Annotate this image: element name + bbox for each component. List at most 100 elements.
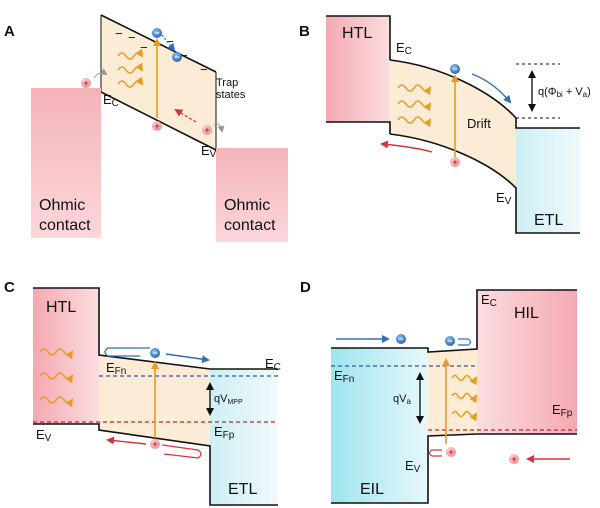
panel-c-conduction-band — [33, 287, 278, 370]
carrier-signs: − − + + + − + − + − − + + — [83, 28, 516, 464]
panel-c-efp-label: EFp — [214, 424, 235, 441]
svg-text:+: + — [204, 125, 209, 135]
panel-d-efp-label: EFp — [552, 402, 573, 419]
panel-c-ev-label: EV — [36, 427, 52, 444]
panel-a-photon-waves — [117, 48, 144, 88]
panel-c-hole — [150, 439, 160, 449]
panel-c-hole-drift-arrow — [106, 436, 147, 445]
svg-text:−: − — [174, 52, 179, 62]
panel-d-hole-hil — [509, 454, 519, 464]
svg-text:−: − — [115, 26, 123, 41]
svg-text:−: − — [447, 336, 452, 346]
panel-a-ev-label: EV — [201, 143, 217, 160]
svg-text:−: − — [154, 28, 159, 38]
panel-a-hole-extraction-arrow — [93, 68, 108, 79]
svg-text:−: − — [398, 334, 403, 344]
panel-d-ev-label: EV — [405, 458, 421, 475]
panel-b: B HTL ETL EC EV Drift q(Φbi + Va) — [299, 15, 591, 234]
svg-text:+: + — [152, 439, 157, 449]
panel-c-label: C — [4, 279, 15, 296]
panel-d-photon-waves — [451, 374, 478, 422]
panel-b-conduction-band — [389, 59, 580, 129]
panel-d-efn-label: EFn — [334, 368, 354, 385]
panel-b-photon-waves — [397, 84, 432, 128]
panel-a-electron — [152, 28, 162, 38]
svg-text:−: − — [452, 64, 457, 74]
panel-a-trap-label-line1: Trap — [216, 77, 238, 89]
panel-b-valence-band — [389, 133, 580, 234]
panel-a-hole — [152, 121, 162, 131]
panel-b-htl-label: HTL — [342, 25, 372, 42]
panel-b-electron — [450, 64, 460, 74]
panel-b-etl-region — [516, 128, 580, 233]
svg-text:+: + — [448, 447, 453, 457]
panel-b-ec-label: EC — [396, 40, 412, 57]
panel-d-ec-label: EC — [481, 292, 497, 309]
panel-b-label: B — [299, 23, 310, 40]
panel-b-htl-vb — [326, 121, 391, 134]
panel-b-drift-label: Drift — [467, 116, 491, 131]
panel-a-trapping-arrow — [161, 34, 176, 52]
panel-b-electron-drift-arrow — [471, 73, 512, 104]
panel-d-hil-label: HIL — [514, 305, 539, 322]
panel-d: D HIL EIL EC EV EFn EFp qVa — [300, 279, 577, 504]
panel-c-electron-drift-arrow — [165, 353, 210, 364]
panel-c-hole-loop-arrow — [161, 444, 202, 459]
svg-text:+: + — [83, 78, 88, 88]
panel-c-electron — [150, 348, 160, 358]
panel-b-absorber — [390, 60, 516, 188]
panel-a-valence-band — [100, 91, 217, 151]
panel-d-hole-loop-arrow — [428, 449, 442, 457]
panel-c-htl-label: HTL — [46, 299, 76, 316]
svg-text:+: + — [511, 454, 516, 464]
panel-d-valence-band — [331, 433, 577, 504]
panel-c-electron-loop-arrow — [104, 347, 150, 357]
svg-text:−: − — [140, 40, 148, 55]
svg-text:−: − — [180, 48, 188, 63]
panel-c-etl-label: ETL — [228, 481, 257, 498]
panel-a-hole-drift-arrow — [174, 108, 197, 123]
panel-c-etl-region — [210, 369, 278, 505]
panel-c-photon-waves — [39, 348, 74, 408]
panel-a-hole-injection-arrow — [213, 123, 225, 133]
panel-a-left-contact — [31, 88, 101, 238]
panel-c-qv-label: qVMPP — [214, 393, 243, 406]
panel-b-hole — [450, 157, 460, 167]
panel-d-hole-absorber — [446, 447, 456, 457]
panel-b-ev-label: EV — [496, 190, 512, 207]
panel-d-absorber — [428, 349, 477, 436]
panel-d-qv-label: qVa — [393, 393, 411, 406]
panel-d-electron-absorber — [445, 336, 455, 346]
panel-a-hole-left — [81, 78, 91, 88]
panel-a-right-contact-line2: contact — [224, 217, 276, 234]
panel-d-eil-label: EIL — [360, 481, 384, 498]
panel-a-label: A — [4, 23, 15, 40]
svg-text:−: − — [200, 62, 208, 77]
panel-c-ec-label: EC — [265, 356, 281, 373]
panel-d-hil-region — [477, 290, 577, 434]
svg-text:−: − — [152, 348, 157, 358]
panel-a-trapped-electron — [172, 52, 182, 62]
svg-text:−: − — [166, 34, 174, 49]
panel-b-htl-cb — [326, 15, 391, 60]
panel-d-eil-region — [331, 348, 428, 503]
panel-a-hole-right — [202, 125, 212, 135]
panel-a-left-contact-line2: contact — [39, 217, 91, 234]
panel-a: A Ohmic contact Ohmic contact EC EV Trap… — [4, 14, 288, 242]
panel-a-right-contact — [216, 148, 288, 242]
panel-b-hole-drift-arrow — [380, 140, 433, 153]
panel-a-right-contact-line1: Ohmic — [224, 197, 270, 214]
panel-d-electron-loop-arrow — [458, 338, 472, 346]
panel-c-efn-label: EFn — [106, 360, 126, 377]
svg-text:−: − — [128, 30, 136, 45]
panel-d-electron-eil — [396, 334, 406, 344]
panel-a-trap-label-line2: states — [216, 89, 246, 101]
panel-d-label: D — [300, 279, 311, 296]
panel-c: C HTL ETL EC EV EFn EFp qVMPP — [4, 279, 281, 506]
svg-text:+: + — [452, 157, 457, 167]
panel-a-trap-states: − − − − − − — [115, 26, 208, 77]
panel-b-etl-label: ETL — [534, 212, 563, 229]
panel-b-htl-region — [326, 16, 390, 122]
panel-d-conduction-band — [331, 289, 577, 353]
